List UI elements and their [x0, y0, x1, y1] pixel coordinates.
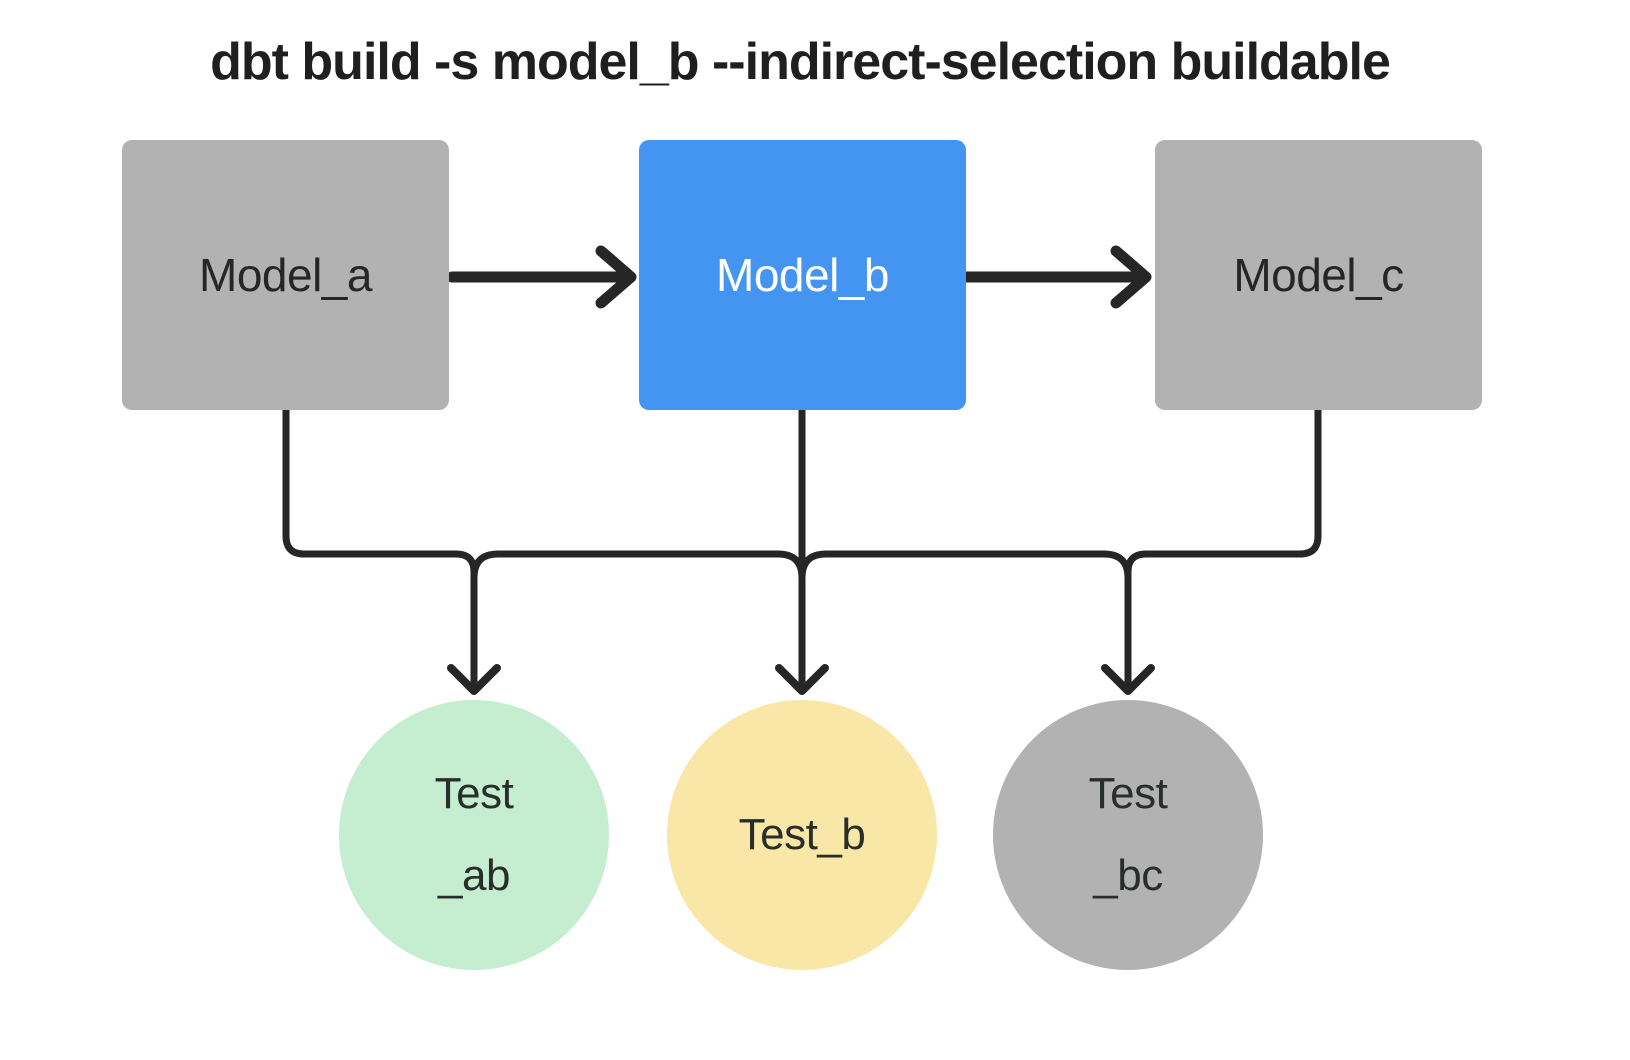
node-model-c-label: Model_c	[1233, 249, 1404, 301]
node-test-bc-label-line2: _bc	[1093, 851, 1163, 900]
node-model-a-label: Model_a	[199, 249, 372, 301]
node-model-b: Model_b	[639, 140, 966, 410]
node-model-c: Model_c	[1155, 140, 1482, 410]
arrowhead-into-model-c-icon	[1110, 245, 1152, 309]
diagram-title: dbt build -s model_b --indirect-selectio…	[210, 33, 1391, 91]
node-test-ab: Test _ab	[339, 700, 609, 970]
node-test-ab-label-line1: Test	[434, 769, 514, 818]
node-test-ab-label-line2: _ab	[438, 851, 510, 900]
arrowhead-into-test-ab-icon	[447, 664, 501, 695]
node-test-b: Test_b	[667, 700, 937, 970]
edge-model-a-to-test-ab	[282, 406, 478, 690]
edge-bus-right-segment	[798, 550, 1132, 582]
arrowhead-into-model-b-icon	[595, 245, 637, 309]
arrowhead-into-test-bc-icon	[1101, 664, 1155, 695]
node-model-a: Model_a	[122, 140, 449, 410]
node-test-b-label-line1: Test_b	[738, 810, 866, 859]
node-test-bc: Test _bc	[993, 700, 1263, 970]
edge-model-c-to-test-bc	[1124, 406, 1322, 690]
edge-bus-left-segment	[470, 550, 806, 582]
node-model-b-label: Model_b	[716, 249, 889, 301]
arrowhead-into-test-b-icon	[775, 664, 829, 695]
node-test-bc-label-line1: Test	[1088, 769, 1168, 818]
